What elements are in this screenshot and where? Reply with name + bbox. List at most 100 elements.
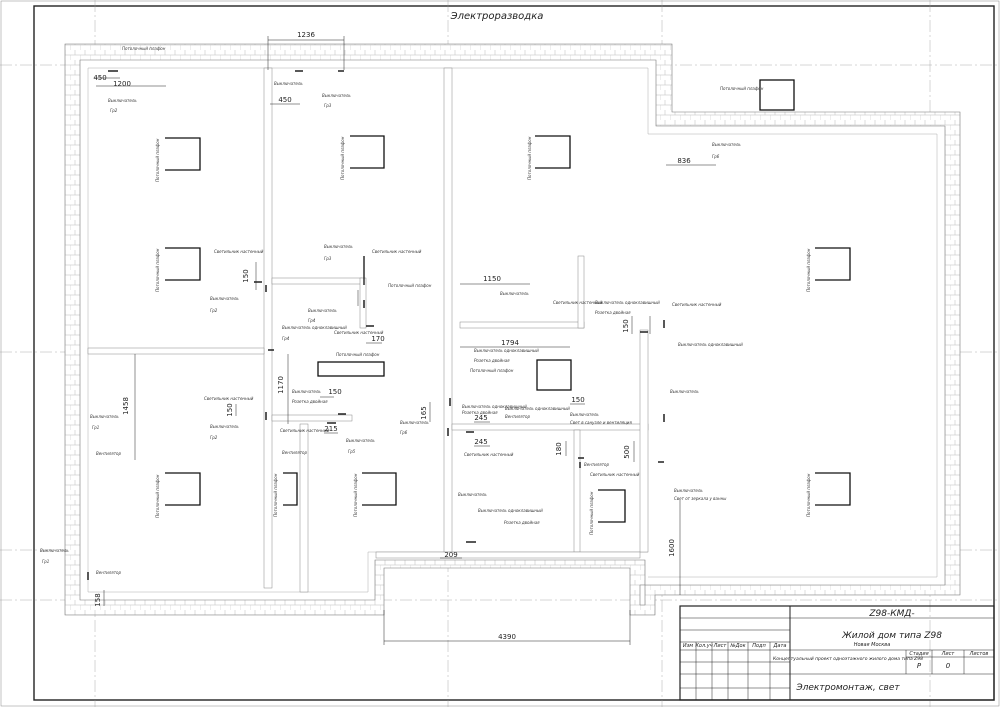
label-switch: Выключатель [346,438,375,443]
label-ceiling-light-vert: Потолочный плафон [527,136,532,180]
dim-450: 450 [93,74,106,82]
label-fan: Вентилятор [96,451,121,456]
dim-500: 500 [623,445,631,458]
house-name: Жилой дом типа Z98 [841,631,942,641]
dim-150c: 150 [622,319,630,332]
label-wall-light: Светильник настенный [464,452,514,457]
sheet-frame [33,5,995,701]
label-socket: Розетка двойная [595,310,631,315]
col-doc-number: №Док [729,643,745,649]
label-switch-one: Выключатель одноклавишный [505,406,570,411]
exterior-walls [64,43,961,616]
label-switch: Выключатель [322,93,351,98]
label-ceiling-light-vert: Потолочный плафон [353,473,358,517]
label-switch-one: Выключатель одноклавишный [462,404,527,409]
dim-150a: 150 [242,269,250,282]
label-wall-light: Светильник настенный [590,472,640,477]
label-switch: Выключатель [324,244,353,249]
doc-code: Z98-КМД- [868,609,914,619]
label-socket: Розетка двойная [504,520,540,525]
dim-1150: 1150 [483,275,501,283]
label-ceiling-light: Потолочный плафон [470,368,514,373]
project-description: Концептуальный проект одноэтажного жилог… [773,656,923,662]
label-wall-light: Светильник настенный [214,249,264,254]
dim-165: 165 [420,406,428,419]
label-switch-one: Выключатель одноклавишный [478,508,543,513]
label-wall-light: Светильник настенный [280,428,330,433]
label-group: Гр6 [712,154,720,159]
label-switch: Выключатель [670,389,699,394]
label-switch: Выключатель [570,412,599,417]
label-group: Гр1 [42,559,49,564]
label-ceiling-light-vert: Потолочный плафон [273,473,278,517]
dim-180: 180 [555,442,563,455]
label-switch: Выключатель [274,81,303,86]
dim-450b: 450 [278,96,291,104]
label-group: Гр4 [308,318,316,323]
ceiling-light-bar [317,361,385,377]
sheet-title: Электроразводка [450,11,544,22]
label-ceiling-light-vert: Потолочный плафон [155,474,160,518]
dim-1170: 1170 [277,376,285,394]
label-bathroom-note: Свет от зеркала у ванны [674,496,726,501]
label-group: Гр6 [400,430,408,435]
label-switch-one: Выключатель одноклавишный [282,325,347,330]
label-group: Гр3 [324,256,332,261]
label-switch: Выключатель [40,548,69,553]
label-switch-one: Выключатель одноклавишный [595,300,660,305]
col-sign: Подп [752,643,766,649]
dim-1794: 1794 [501,339,519,347]
col-list: Лист [713,643,728,649]
label-group: Гр1 [92,425,99,430]
label-switch-one: Выключатель одноклавишный [474,348,539,353]
label-switch: Выключатель [90,414,119,419]
interior-walls [87,67,649,593]
sheet-name: Электромонтаж, свет [795,683,900,693]
label-fan: Вентилятор [96,570,121,575]
label-switch: Выключатель [458,492,487,497]
dim-170: 170 [371,335,384,343]
label-switch: Выключатель [712,142,741,147]
sheet-label: Лист [941,651,956,657]
house-location: Новая Москва [854,642,891,648]
col-kol-uch: Кол.уч [695,643,712,649]
dimension-lines [94,36,716,645]
label-switch: Выключатель [108,98,137,103]
label-ceiling-light: Потолочный плафон [336,352,380,357]
label-ceiling-light: Потолочный плафон [388,283,432,288]
label-ceiling-light-vert: Потолочный плафон [589,491,594,535]
label-switch: Выключатель [400,420,429,425]
col-izm: Изм [683,643,693,649]
dimension-labels: 1236 450 1200 450 836 1150 150 170 1794 … [93,31,691,641]
label-wall-light: Светильник настенный [553,300,603,305]
label-wall-light: Светильник настенный [672,302,722,307]
dim-1600: 1600 [668,539,676,557]
label-ventilation: Свет в санузле и вентиляция [570,420,632,425]
label-ceiling-light-vert: Потолочный плафон [806,248,811,292]
dim-158: 158 [94,593,102,606]
title-block [679,605,995,701]
label-socket: Розетка двойная [292,399,328,404]
label-ceiling-light-vert: Потолочный плафон [155,248,160,292]
switch-symbols [87,70,665,580]
label-fan: Вентилятор [282,450,307,455]
label-fan: Вентилятор [505,414,530,419]
label-switch: Выключатель [292,389,321,394]
dim-245b: 245 [474,438,487,446]
sheets-label: Листов [969,651,989,657]
label-switch-one: Выключатель одноклавишный [678,342,743,347]
label-switch: Выключатель [674,488,703,493]
label-group: Гр2 [210,435,218,440]
label-group: Гр2 [110,108,118,113]
label-switch: Выключатель [210,296,239,301]
dim-150d: 150 [328,388,341,396]
dim-4390: 4390 [498,633,516,641]
label-switch: Выключатель [500,291,529,296]
light-fixtures [165,135,851,523]
label-group: Гр4 [282,336,290,341]
label-switch: Выключатель [210,424,239,429]
label-wall-light: Светильник настенный [372,249,422,254]
title-block-text: Z98-КМД- Жилой дом типа Z98 Новая Москва… [683,609,988,693]
label-socket: Розетка двойная [474,358,510,363]
